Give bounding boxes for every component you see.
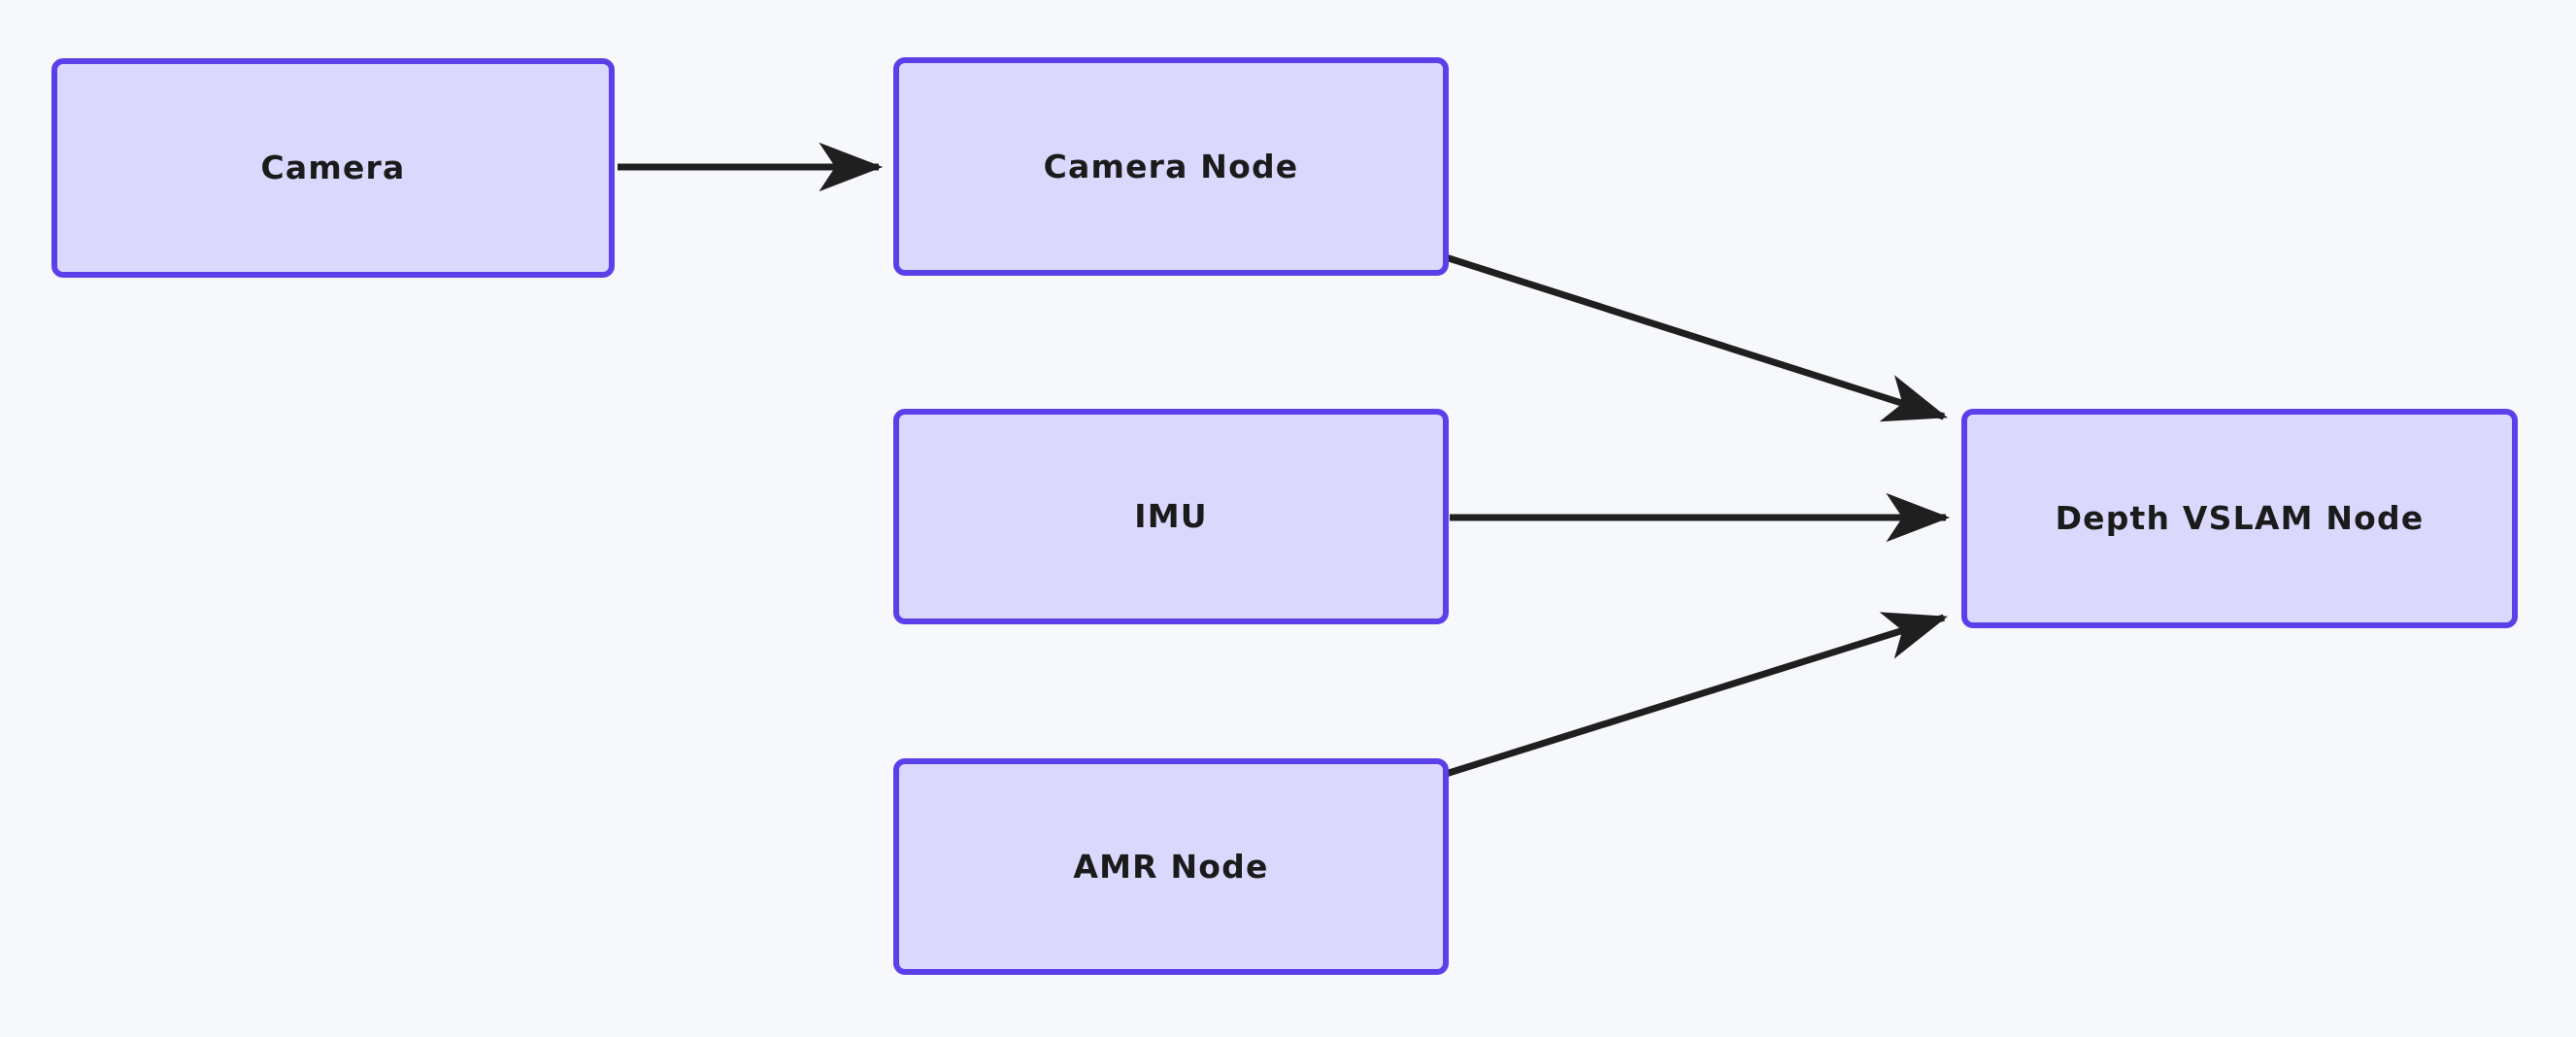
node-imu[interactable]: IMU bbox=[893, 409, 1449, 624]
node-imu-label: IMU bbox=[1134, 497, 1208, 536]
node-amr-node[interactable]: AMR Node bbox=[893, 758, 1449, 975]
node-depth-vslam-node[interactable]: Depth VSLAM Node bbox=[1961, 409, 2518, 628]
node-camera[interactable]: Camera bbox=[51, 58, 615, 278]
node-amr-node-label: AMR Node bbox=[1073, 847, 1269, 886]
node-camera-node[interactable]: Camera Node bbox=[893, 57, 1449, 276]
edge-amr-node-to-depth-vslam bbox=[1444, 612, 1949, 778]
node-depth-vslam-node-label: Depth VSLAM Node bbox=[2055, 499, 2425, 538]
node-camera-label: Camera bbox=[260, 149, 406, 187]
edge-camera-node-to-depth-vslam bbox=[1444, 253, 1949, 422]
node-camera-node-label: Camera Node bbox=[1043, 147, 1299, 185]
